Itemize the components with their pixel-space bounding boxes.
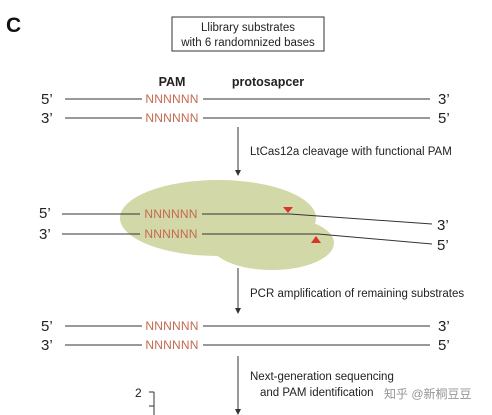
cleave-strand2-pam-seq: NNNNNN: [144, 227, 197, 241]
strand2-3prime-label: 3’: [41, 110, 53, 127]
cleave-strand2-3prime-label: 3’: [39, 226, 51, 243]
arrow-pcr-step: [235, 268, 241, 314]
pam-header: PAM: [159, 75, 186, 89]
strand1-5prime-label: 5’: [41, 91, 53, 108]
remain-strand2-5prime-label: 5’: [438, 337, 450, 354]
library-box-line1: Llibrary substrates: [201, 22, 295, 34]
library-box: [171, 16, 325, 52]
arrow-cleavage-step: [235, 127, 241, 176]
strand2-pam-seq: NNNNNN: [145, 111, 198, 125]
partial-plot-axis: 2: [135, 386, 155, 415]
arrow-ngs-step: [235, 356, 241, 415]
cleaved-fragment-bottom: [317, 233, 433, 245]
remain-strand2-3prime-label: 3’: [41, 337, 53, 354]
watermark-text: 知乎 @新桐豆豆: [384, 386, 472, 401]
strand2-5prime-label: 5’: [438, 110, 450, 127]
substrate-duplex-cleavage: 5’ NNNNNN 3’ 3’ NNNNNN 5’: [39, 205, 449, 254]
remain-strand1-3prime-label: 3’: [438, 318, 450, 335]
remain-strand1-5prime-label: 5’: [41, 318, 53, 335]
pcr-step-text: PCR amplification of remaining substrate…: [250, 288, 464, 300]
cut-marker-top: [283, 207, 293, 213]
cut-marker-bottom: [311, 236, 321, 243]
axis-tick-label: 2: [135, 386, 142, 400]
protospacer-header: protosapcer: [232, 75, 304, 89]
strand1-3prime-label: 3’: [438, 91, 450, 108]
cleave-strand1-5prime-label: 5’: [39, 205, 51, 222]
watermark: 知乎 @新桐豆豆: [384, 386, 472, 401]
substrate-duplex-remaining: 5’ NNNNNN 3’ 3’ NNNNNN 5’: [41, 318, 450, 354]
enzyme-complex: [120, 180, 334, 270]
ngs-step-text-line1: Next-generation sequencing: [250, 371, 394, 383]
enzyme-blob-lower: [210, 216, 334, 270]
remain-strand2-pam-seq: NNNNNN: [145, 338, 198, 352]
library-box-line2: with 6 randomnized bases: [180, 37, 315, 49]
strand1-pam-seq: NNNNNN: [145, 92, 198, 106]
substrate-duplex-initial: 5’ NNNNNN 3’ 3’ NNNNNN 5’: [41, 91, 450, 127]
panel-label: C: [6, 14, 21, 37]
cleavage-step-text: LtCas12a cleavage with functional PAM: [250, 146, 452, 158]
cleaved-fragment-top: [289, 213, 433, 225]
cleave-strand2-5prime-label: 5’: [437, 237, 449, 254]
cleave-strand1-pam-seq: NNNNNN: [144, 207, 197, 221]
remain-strand1-pam-seq: NNNNNN: [145, 319, 198, 333]
ngs-step-text-line2: and PAM identification: [260, 387, 374, 399]
cleave-strand1-3prime-label: 3’: [437, 217, 449, 234]
